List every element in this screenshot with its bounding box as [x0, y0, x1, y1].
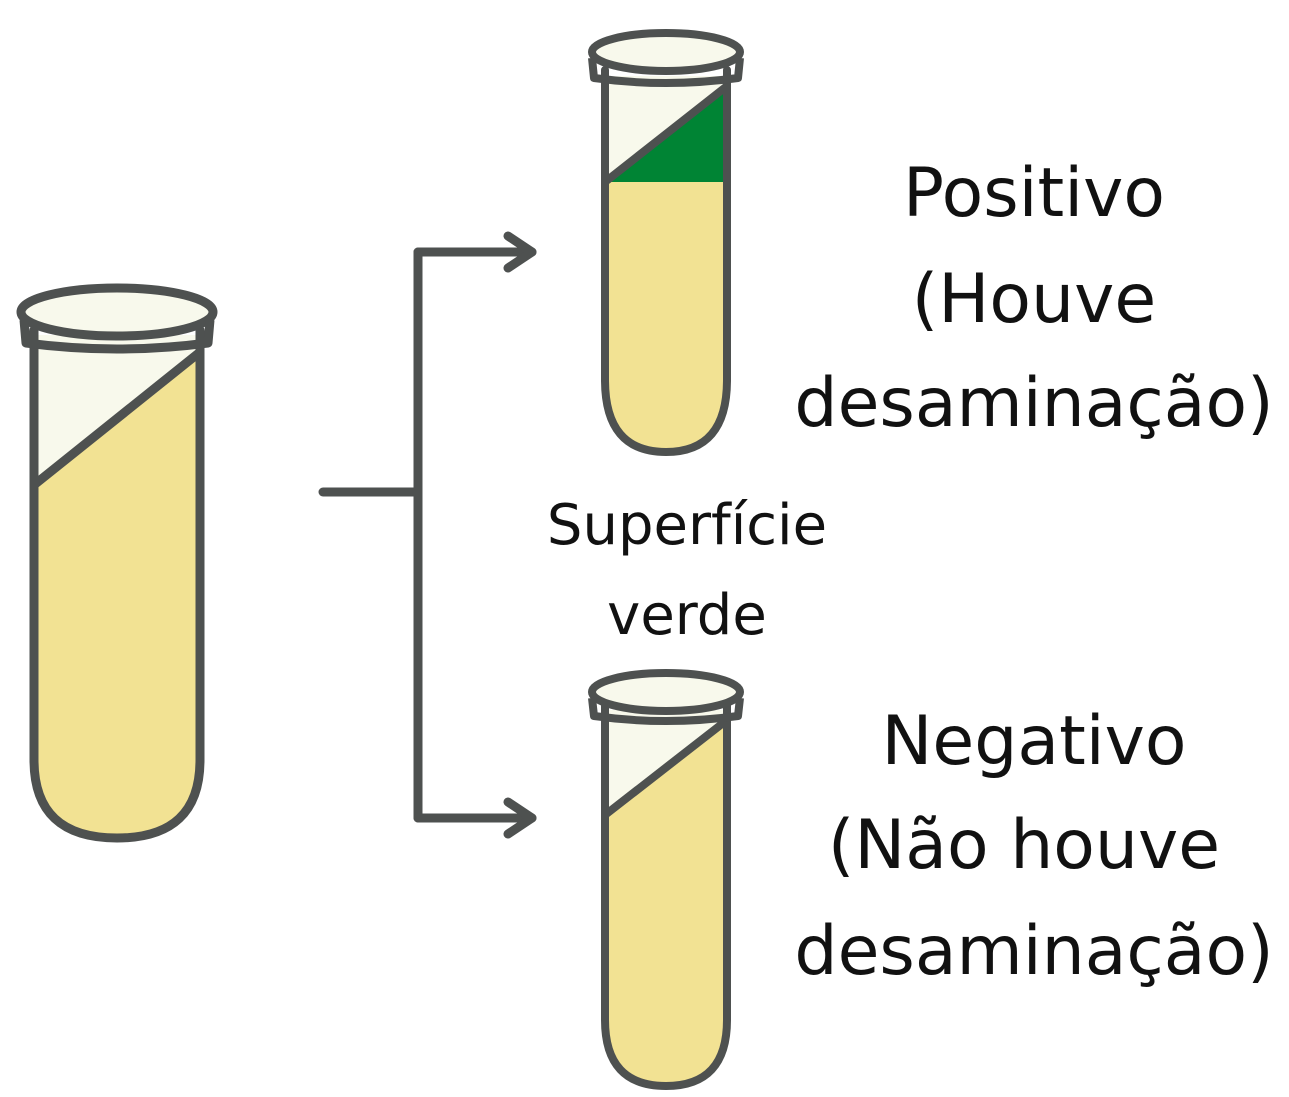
- initial-test-tube: [16, 283, 218, 843]
- positive-tube-outline: [601, 66, 731, 456]
- negative-tube-rim-lip: [588, 697, 744, 725]
- negative-label: Negativo (Não houve desaminação): [794, 702, 1273, 991]
- positive-tube-rim-lip: [588, 57, 744, 87]
- initial-tube-slant-line: [29, 347, 205, 490]
- arrow-bottom-head: [503, 797, 537, 839]
- surface-label-line2: verde: [607, 583, 767, 648]
- initial-tube-outline: [29, 325, 205, 843]
- negative-label-line2: (Não houve: [828, 806, 1220, 885]
- negative-tube-slant-line: [601, 716, 731, 819]
- positive-tube-medium: [605, 182, 727, 452]
- surface-label-line1: Superfície: [547, 493, 827, 558]
- initial-tube-rim-lip: [19, 319, 215, 354]
- positive-label-line1: Positivo: [903, 154, 1165, 233]
- negative-label-line3: desaminação): [794, 912, 1273, 991]
- positive-test-tube: [588, 29, 744, 456]
- negative-tube-medium: [605, 720, 727, 1086]
- branch-connector: [318, 231, 537, 839]
- negative-tube-outline: [601, 701, 731, 1090]
- initial-tube-medium: [34, 352, 200, 838]
- negative-label-line1: Negativo: [882, 702, 1187, 781]
- initial-tube-rim: [16, 283, 218, 341]
- positive-label-line3: desaminação): [794, 364, 1273, 443]
- arrow-top-head: [503, 231, 537, 273]
- negative-test-tube: [588, 669, 744, 1090]
- positive-tube-slant-line: [601, 82, 731, 186]
- positive-label-line2: (Houve: [912, 260, 1156, 339]
- positive-tube-rim: [588, 29, 744, 75]
- negative-tube-rim: [588, 669, 744, 715]
- surface-label: Superfície verde: [547, 493, 827, 648]
- positive-label: Positivo (Houve desaminação): [794, 154, 1273, 443]
